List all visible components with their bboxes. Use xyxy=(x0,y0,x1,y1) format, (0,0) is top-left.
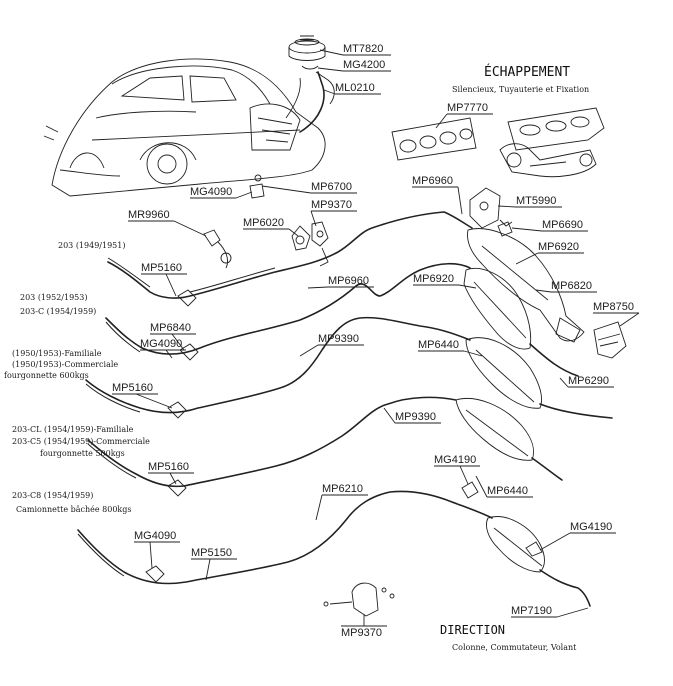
part-label: MR9960 xyxy=(128,209,207,237)
svg-text:MP6960: MP6960 xyxy=(412,175,453,187)
svg-text:MP6020: MP6020 xyxy=(243,217,284,229)
svg-text:MP6840: MP6840 xyxy=(150,322,191,334)
part-label: MP6210 xyxy=(315,483,368,521)
row-caption: Camionnette bâchée 800kgs xyxy=(16,505,131,514)
part-label: MT7820 xyxy=(319,43,391,56)
row-caption: 203-C5 (1954/1959)-Commerciale xyxy=(12,437,150,446)
exhaust-line-3 xyxy=(85,316,613,419)
part-label: MP6690 xyxy=(511,219,588,232)
svg-text:MT7820: MT7820 xyxy=(343,43,383,55)
part-label: MP6700 xyxy=(261,181,357,194)
svg-text:MP5160: MP5160 xyxy=(112,382,153,394)
part-label: MP6840 xyxy=(150,322,196,351)
bracket-parts xyxy=(145,174,627,583)
part-label: MP9390 xyxy=(383,407,441,424)
row-caption: fourgonnette 500kgs xyxy=(40,449,125,458)
part-labels: MT7820 MG4200 ML0210 MP7770 MT5990 MP669… xyxy=(112,43,640,639)
row-caption: 203-C8 (1954/1959) xyxy=(12,491,93,500)
svg-text:MG4200: MG4200 xyxy=(343,59,385,71)
svg-text:ML0210: ML0210 xyxy=(335,82,375,94)
part-label: MG4190 xyxy=(434,454,480,485)
svg-text:MP8750: MP8750 xyxy=(593,301,634,313)
svg-text:MP6690: MP6690 xyxy=(542,219,583,231)
footer-subtitle: Colonne, Commutateur, Volant xyxy=(452,643,577,652)
part-label: MP8750 xyxy=(593,301,640,327)
part-label: MP9390 xyxy=(299,333,364,357)
part-label: MP6440 xyxy=(418,339,483,357)
svg-text:MP6700: MP6700 xyxy=(311,181,352,193)
svg-text:MP7190: MP7190 xyxy=(511,605,552,617)
section-title: ÉCHAPPEMENT xyxy=(484,64,570,80)
part-label: MP5150 xyxy=(191,547,237,581)
exhaust-line-1 xyxy=(107,211,585,343)
svg-text:MP9390: MP9390 xyxy=(395,411,436,423)
svg-text:MG4190: MG4190 xyxy=(434,454,476,466)
rubber-mounts xyxy=(145,289,543,583)
row-caption: 203-C (1954/1959) xyxy=(20,307,96,316)
part-label: MP6020 xyxy=(243,217,299,237)
row-caption: 203 (1952/1953) xyxy=(20,293,87,302)
part-label: MP6960 xyxy=(307,275,374,289)
row-caption: fourgonnette 600kgs xyxy=(4,371,89,380)
part-label: MP7190 xyxy=(511,605,589,618)
part-label: MG4090 xyxy=(134,530,180,569)
part-label: MP7770 xyxy=(435,102,493,129)
part-label: MP6820 xyxy=(535,280,597,293)
svg-text:MP6440: MP6440 xyxy=(418,339,459,351)
svg-text:MR9960: MR9960 xyxy=(128,209,170,221)
part-label: MP9370 xyxy=(310,199,357,227)
part-label: MP5160 xyxy=(141,262,187,297)
part-label: MP6290 xyxy=(559,375,614,388)
part-label: ML0210 xyxy=(323,82,381,95)
svg-text:MG4090: MG4090 xyxy=(190,186,232,198)
svg-text:MP6440: MP6440 xyxy=(487,485,528,497)
exhaust-line-4 xyxy=(87,396,563,488)
footer-title: DIRECTION xyxy=(440,623,505,637)
part-label: MT5990 xyxy=(497,195,562,208)
part-label: MG4200 xyxy=(317,59,391,72)
part-label: MG4090 xyxy=(140,338,186,359)
car-illustration xyxy=(43,35,335,197)
svg-text:MG4090: MG4090 xyxy=(140,338,182,350)
svg-text:MP6920: MP6920 xyxy=(538,241,579,253)
exhaust-manifold xyxy=(499,107,605,178)
row-caption: (1950/1953)-Familiale xyxy=(12,349,102,358)
part-label: MP9370 xyxy=(341,614,387,639)
row-caption: 203-CL (1954/1959)-Familiale xyxy=(12,425,134,434)
svg-text:MG4090: MG4090 xyxy=(134,530,176,542)
svg-text:MT5990: MT5990 xyxy=(516,195,556,207)
row-caption: 203 (1949/1951) xyxy=(58,241,125,250)
svg-text:MP5160: MP5160 xyxy=(141,262,182,274)
svg-text:MP7770: MP7770 xyxy=(447,102,488,114)
svg-text:MP9390: MP9390 xyxy=(318,333,359,345)
exhaust-line-5 xyxy=(77,490,591,607)
part-label: MP5160 xyxy=(112,382,173,409)
part-label: MP6920 xyxy=(515,241,584,265)
svg-text:MP6960: MP6960 xyxy=(328,275,369,287)
svg-text:MP9370: MP9370 xyxy=(341,627,382,639)
part-label: MG4190 xyxy=(539,521,616,551)
svg-text:MP6210: MP6210 xyxy=(322,483,363,495)
section-subtitle: Silencieux, Tuyauterie et Fixation xyxy=(452,85,589,94)
svg-text:MP6920: MP6920 xyxy=(413,273,454,285)
part-label: MP6920 xyxy=(413,273,477,289)
row-caption: (1950/1953)-Commerciale xyxy=(12,360,118,369)
part-label: MG4090 xyxy=(190,186,253,199)
svg-text:MP9370: MP9370 xyxy=(311,199,352,211)
part-label: MP6440 xyxy=(475,475,533,498)
steering-part xyxy=(323,582,395,617)
part-label: MP6960 xyxy=(412,175,463,215)
svg-text:MP6290: MP6290 xyxy=(568,375,609,387)
svg-text:MG4190: MG4190 xyxy=(570,521,612,533)
svg-text:MP5150: MP5150 xyxy=(191,547,232,559)
svg-text:MP5160: MP5160 xyxy=(148,461,189,473)
row-captions: 203 (1949/1951) 203 (1952/1953) 203-C (1… xyxy=(4,241,150,514)
exhaust-line-2 xyxy=(105,262,579,377)
svg-text:MP6820: MP6820 xyxy=(551,280,592,292)
exhaust-manifold-gasket xyxy=(391,117,477,161)
part-label: MP5160 xyxy=(148,461,194,485)
